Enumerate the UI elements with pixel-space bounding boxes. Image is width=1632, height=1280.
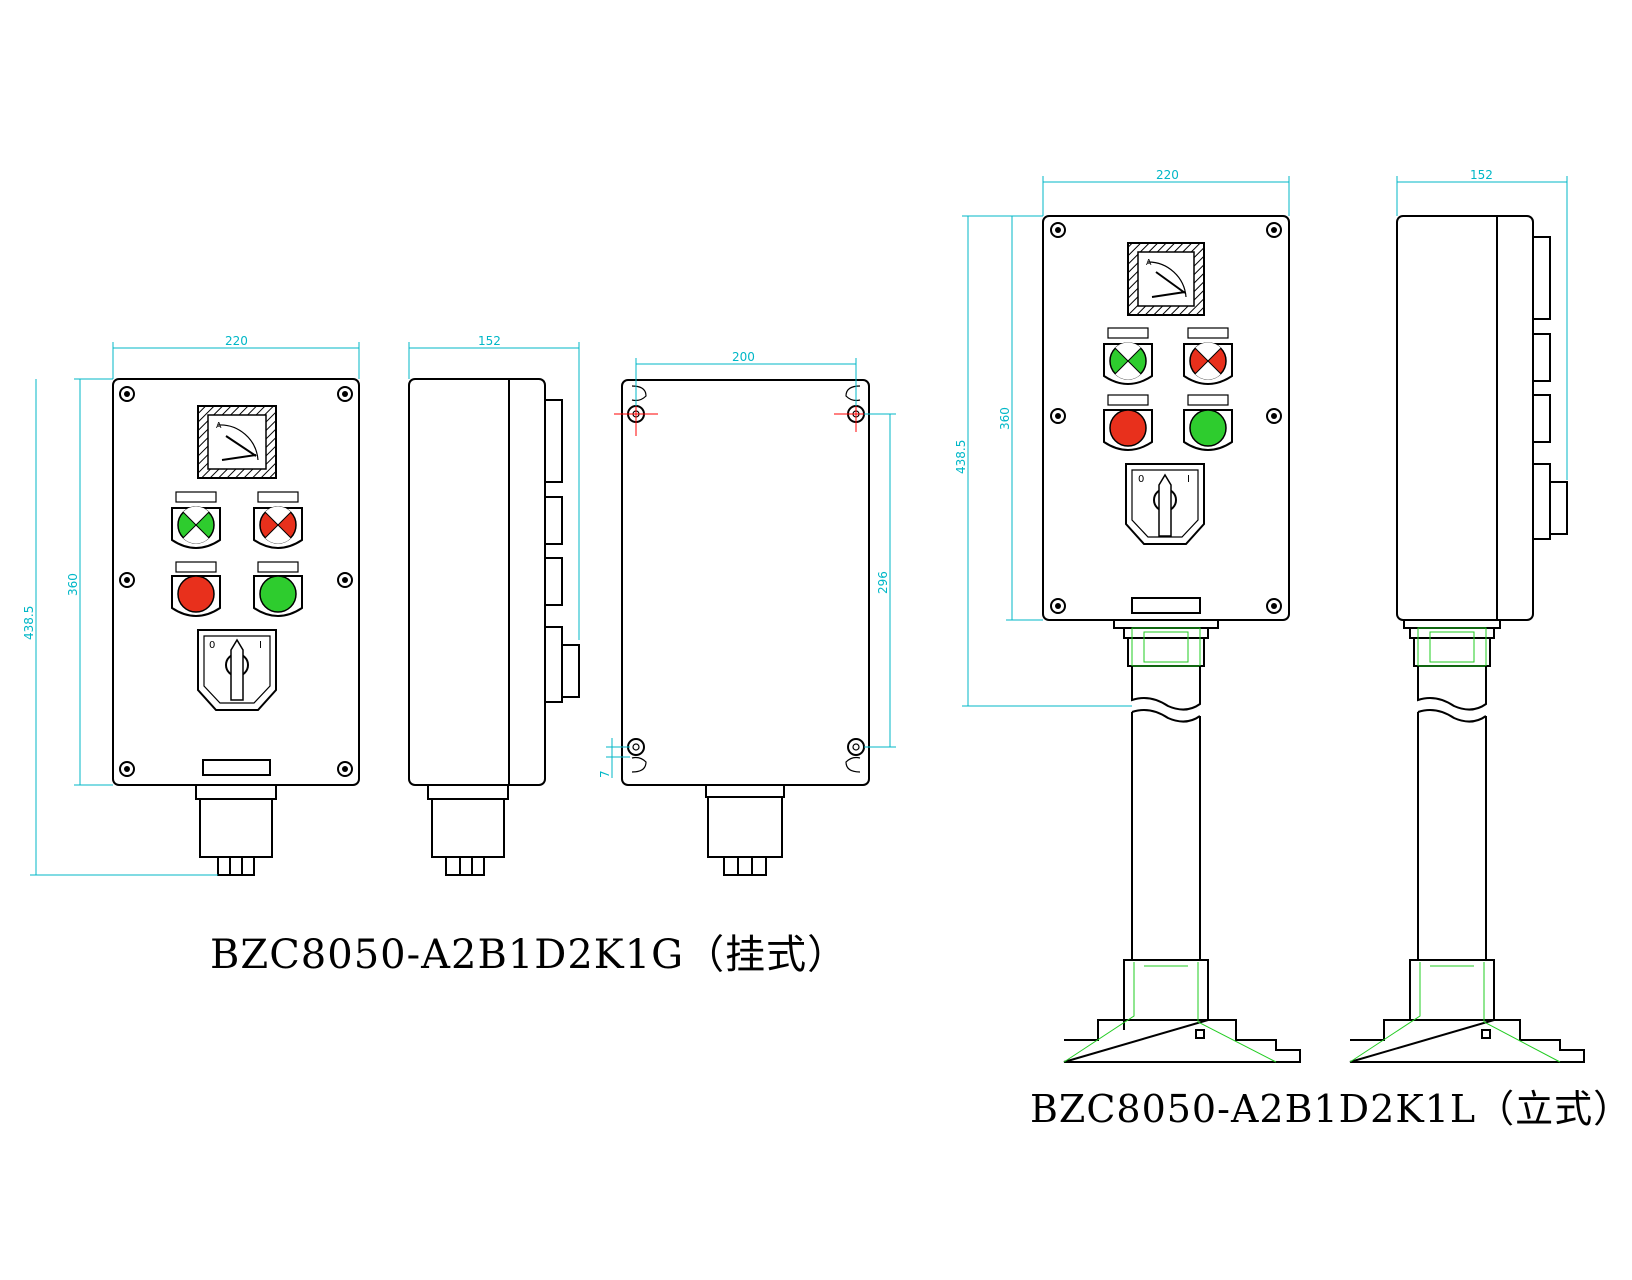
caption-hanging-model: BZC8050-A2B1D2K1G（挂式） xyxy=(210,932,849,978)
switch-on-label-standing: I xyxy=(1187,474,1190,485)
dim-height-360: 360 xyxy=(66,573,80,596)
dim-height-438: 438.5 xyxy=(22,606,36,640)
switch-off-label: 0 xyxy=(209,640,215,651)
green-push-button-icon xyxy=(1183,394,1233,451)
side-view-hanging: 152 xyxy=(408,334,580,876)
nameplate xyxy=(1131,597,1201,614)
dim-width-standing: 220 xyxy=(1156,168,1179,182)
rotary-switch-icon: 0 I xyxy=(1125,463,1205,545)
front-view-standing: A xyxy=(954,168,1301,1063)
dim-slot-7: 7 xyxy=(598,770,612,778)
meter-unit-standing: A xyxy=(1146,258,1152,267)
back-view-hanging: 200 296 7 xyxy=(598,350,896,876)
dim-height-438-standing: 438.5 xyxy=(954,440,968,474)
red-push-button-icon xyxy=(171,561,221,617)
green-push-button-icon xyxy=(253,561,303,617)
red-indicator-lamp-icon xyxy=(253,491,303,549)
dim-mount-200: 200 xyxy=(732,350,755,364)
dim-height-360-standing: 360 xyxy=(998,407,1012,430)
enclosure-side xyxy=(408,378,546,786)
dimension-lines: 220 360 438.5 xyxy=(22,334,360,876)
ammeter-icon: A xyxy=(1127,242,1205,316)
pillar-stand xyxy=(1063,619,1301,1063)
enclosure-side-standing xyxy=(1396,215,1534,621)
green-indicator-lamp-icon xyxy=(171,491,221,549)
front-view-hanging: A xyxy=(22,334,360,876)
nameplate xyxy=(202,759,271,776)
ammeter-icon: A xyxy=(197,405,277,479)
switch-on-label: I xyxy=(259,640,262,651)
rotary-switch-icon: 0 I xyxy=(197,629,277,711)
dimension-lines-standing: 220 360 438.5 xyxy=(954,168,1290,707)
dim-depth: 152 xyxy=(478,334,501,348)
screw-icon xyxy=(1050,222,1282,614)
meter-unit: A xyxy=(216,421,222,430)
switch-off-label-standing: 0 xyxy=(1138,474,1144,485)
red-indicator-lamp-icon xyxy=(1183,327,1233,385)
side-view-standing: 152 xyxy=(1349,168,1585,1063)
caption-standing-model: BZC8050-A2B1D2K1L（立式） xyxy=(1030,1087,1632,1131)
dim-mount-296: 296 xyxy=(876,571,890,594)
green-indicator-lamp-icon xyxy=(1103,327,1153,385)
red-push-button-icon xyxy=(1103,394,1153,451)
dim-depth-standing: 152 xyxy=(1470,168,1493,182)
dim-width: 220 xyxy=(225,334,248,348)
cable-gland xyxy=(195,784,277,876)
enclosure-back xyxy=(621,379,870,786)
screw-icon xyxy=(119,386,353,777)
